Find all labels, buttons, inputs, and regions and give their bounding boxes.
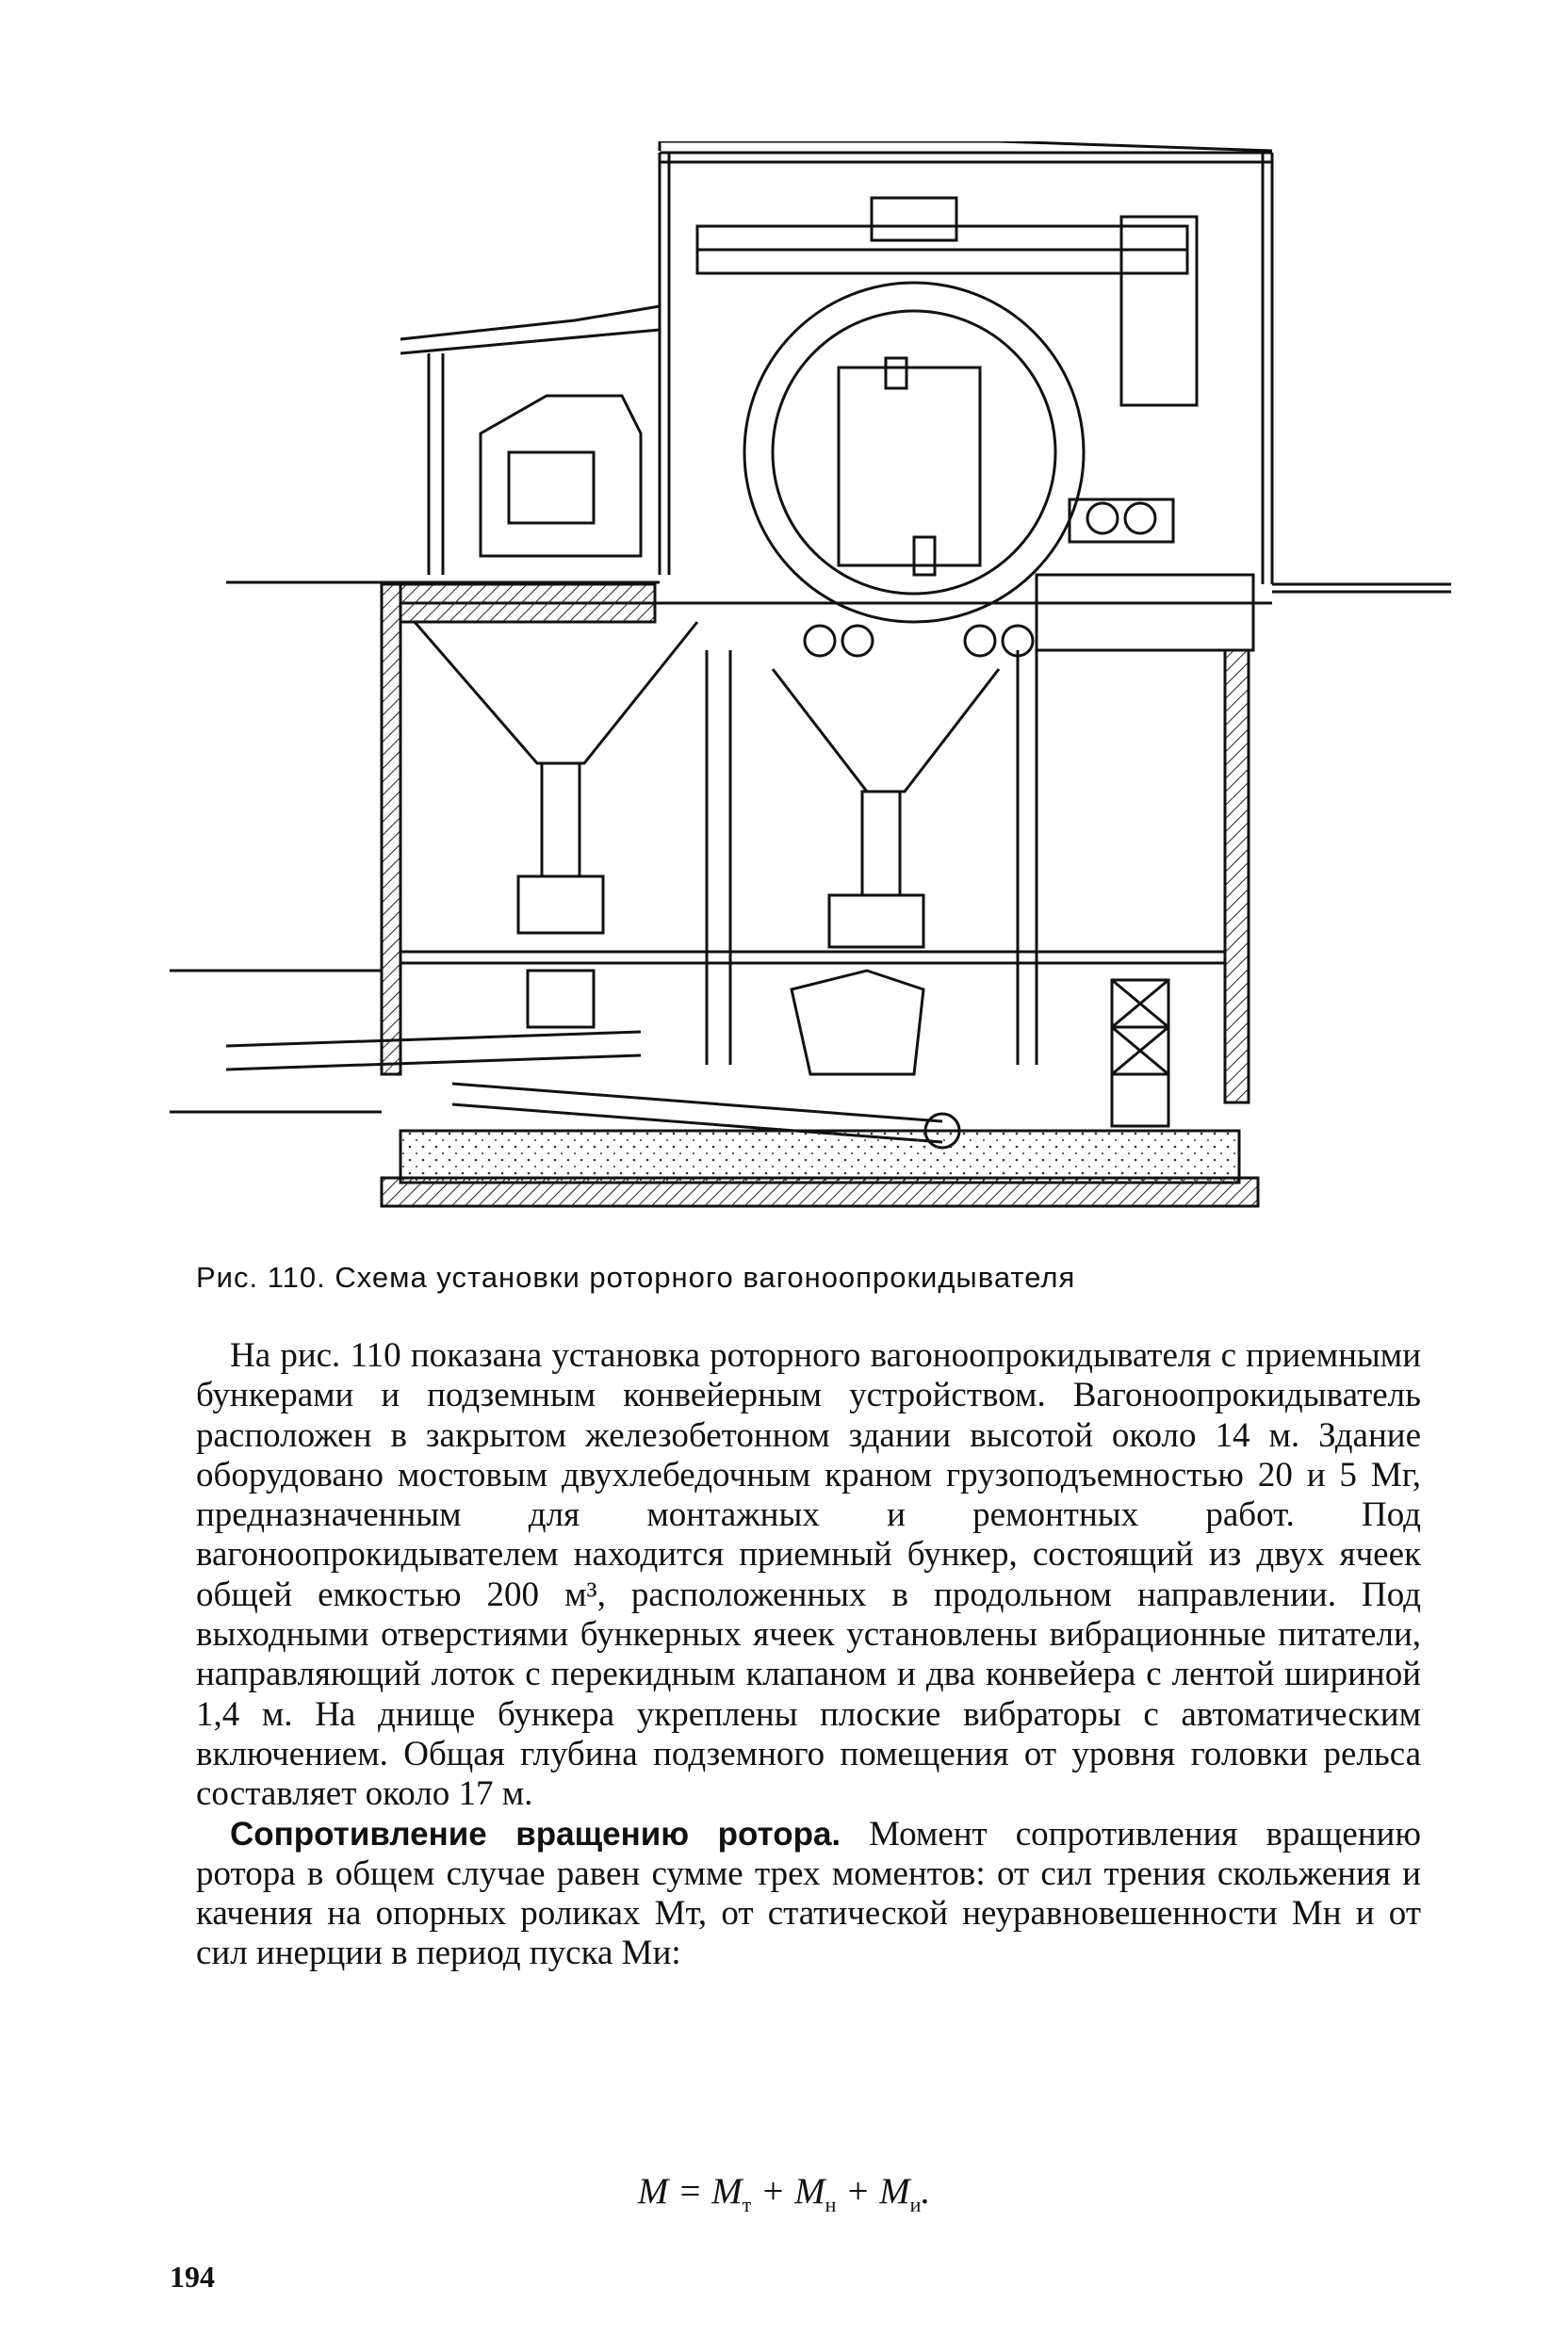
figure-caption: Рис. 110. Схема установки роторного ваго… xyxy=(196,1261,1076,1294)
section-text: Момент сопротивления вращению ротора в о… xyxy=(196,1814,1421,1973)
page-number: 194 xyxy=(170,2260,215,2294)
paragraph: На рис. 110 показана установка роторного… xyxy=(196,1336,1421,1814)
body-text: На рис. 110 показана установка роторного… xyxy=(196,1336,1421,1974)
rotary-car-dumper-section-drawing xyxy=(170,139,1451,1208)
section-paragraph: Сопротивление вращению ротора. Момент со… xyxy=(196,1815,1421,1974)
figure-drawing xyxy=(170,139,1451,1253)
formula: M = Mт + Mн + Mи. xyxy=(637,2171,931,2216)
section-heading: Сопротивление вращению ротора. xyxy=(230,1815,841,1853)
